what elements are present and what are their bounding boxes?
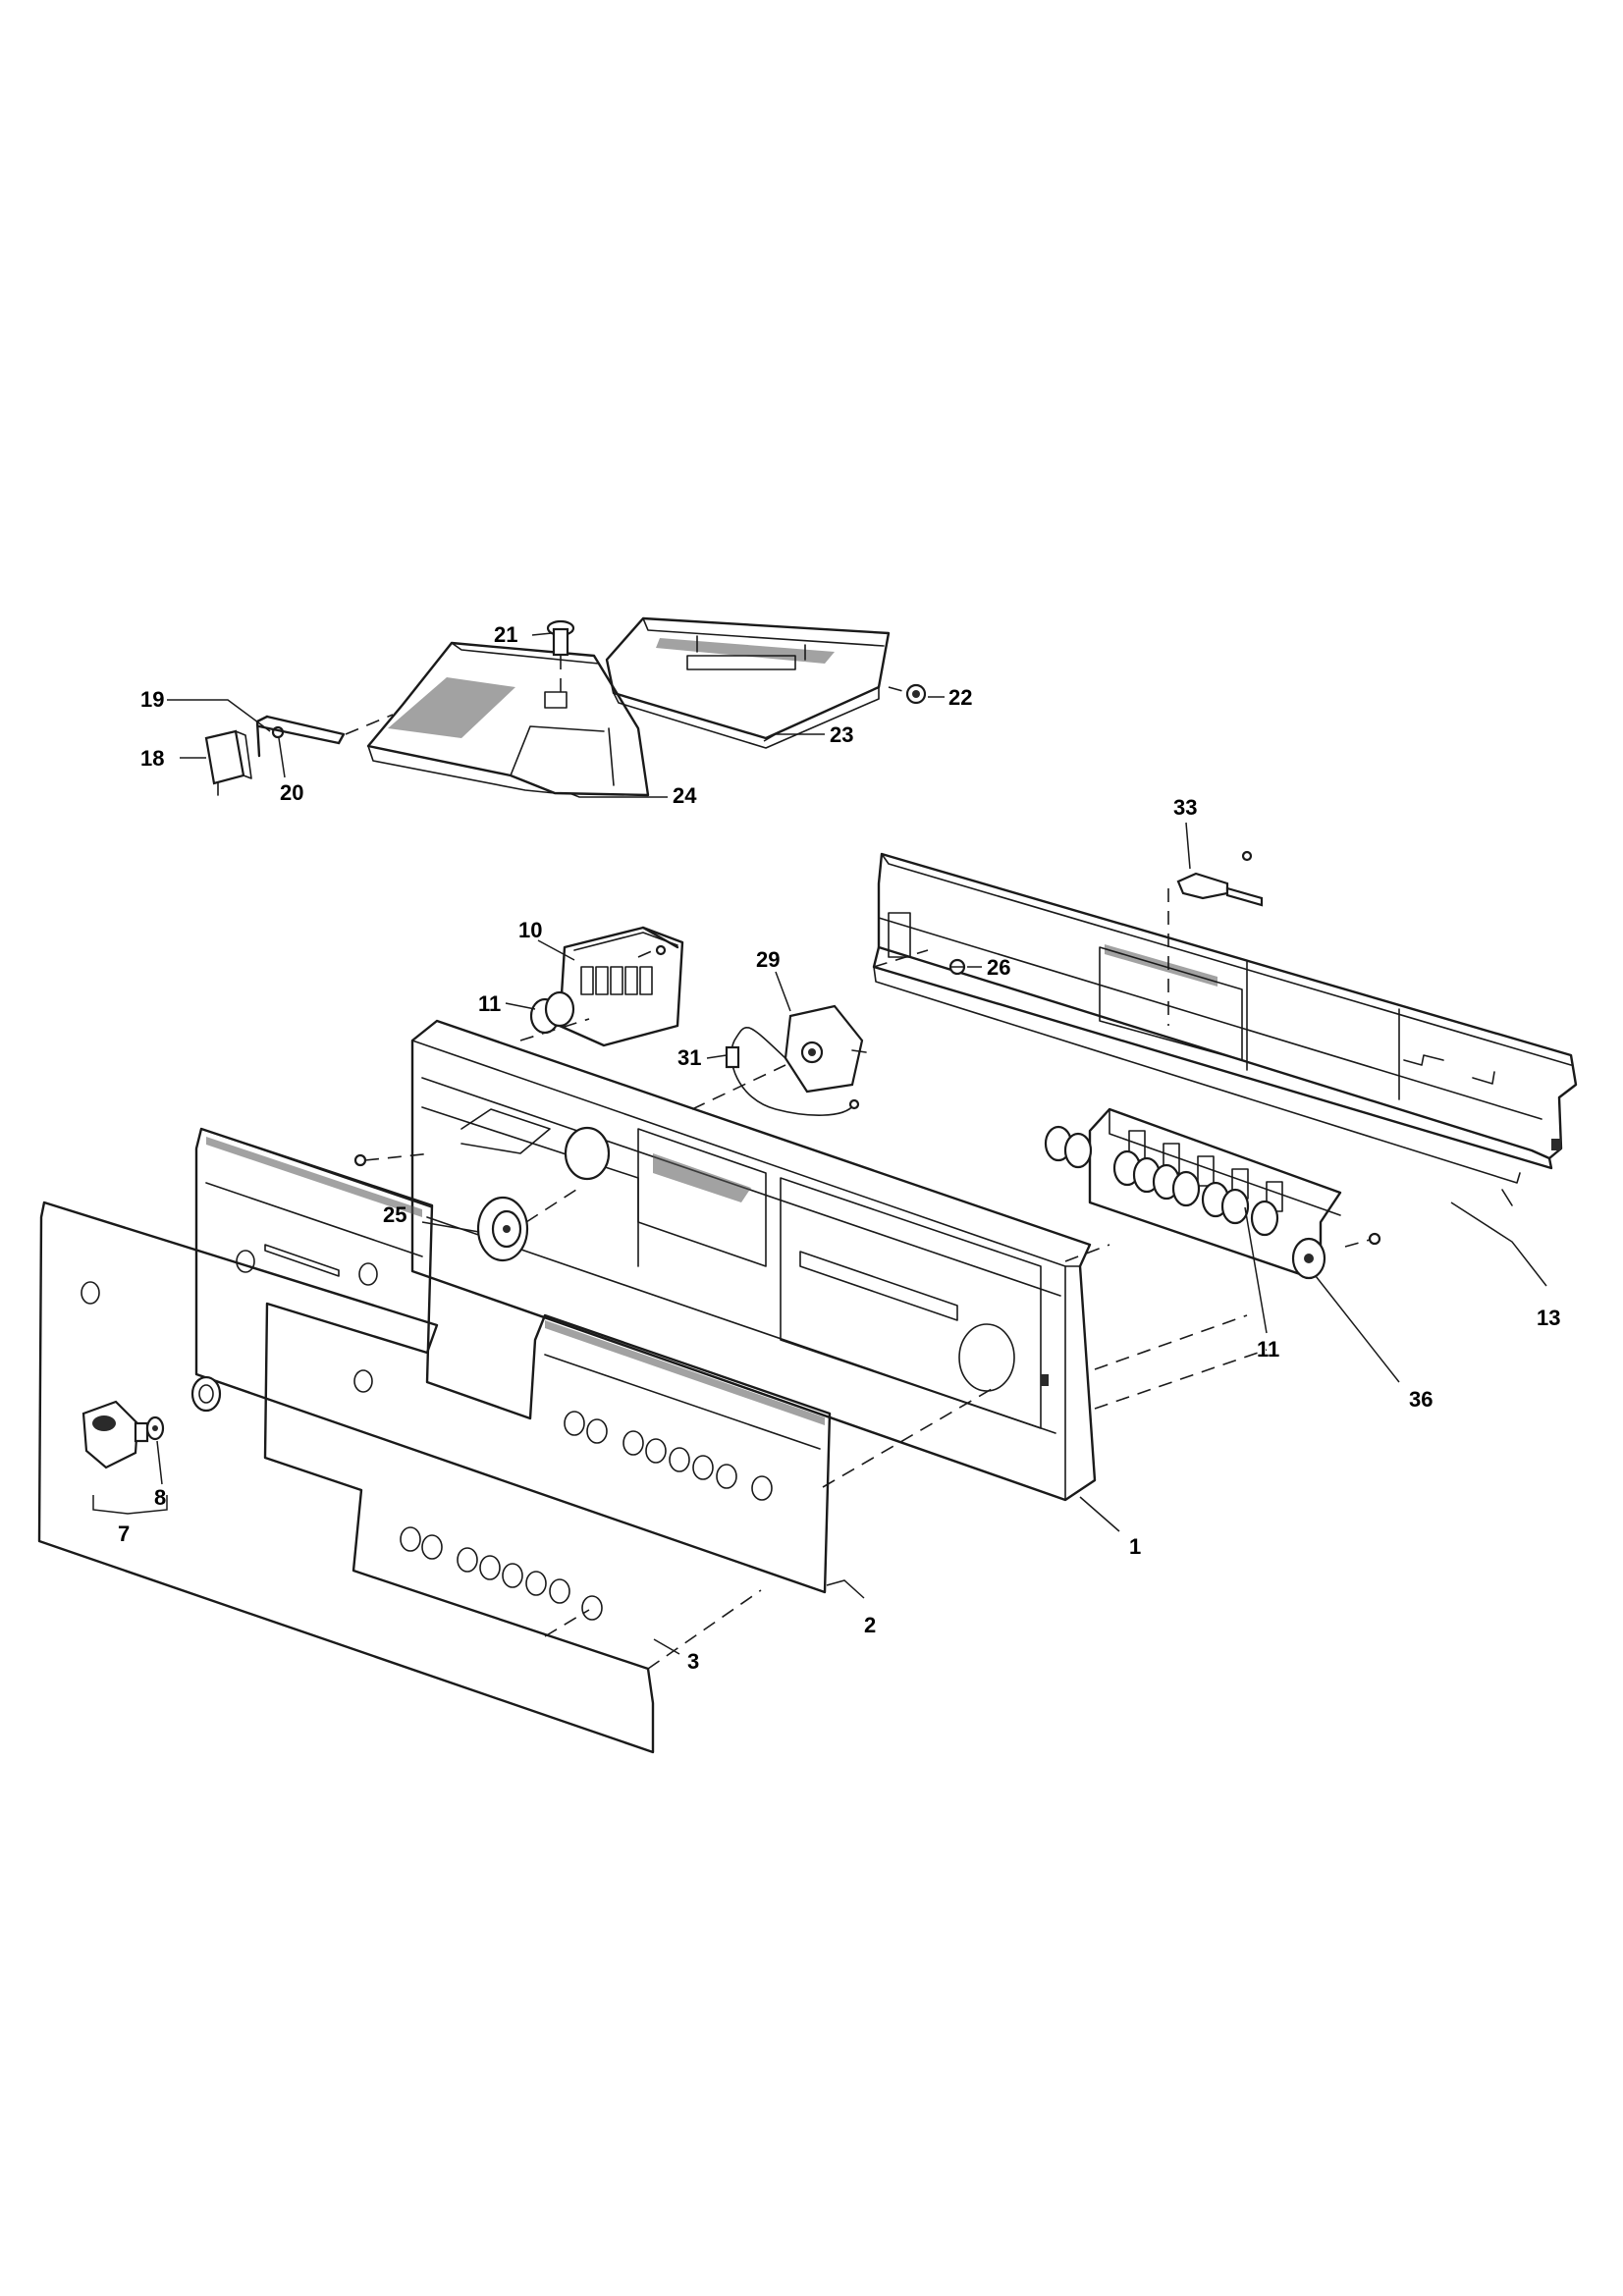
label-part-33: 33 <box>1173 795 1197 820</box>
part-3-faceplate <box>37 1201 762 1754</box>
label-part-31: 31 <box>677 1045 701 1070</box>
leader-lines <box>156 632 1547 1655</box>
part-11-knob-upper <box>529 990 575 1035</box>
label-part-11-lower: 11 <box>1257 1337 1279 1362</box>
part-24-carrier <box>366 641 650 797</box>
label-part-8: 8 <box>154 1485 166 1510</box>
label-part-21: 21 <box>494 622 517 647</box>
label-part-13: 13 <box>1537 1306 1560 1330</box>
part-18-switch <box>204 729 252 796</box>
part-labels: 21 22 19 23 18 20 24 33 10 26 11 29 31 2… <box>118 622 1560 1674</box>
label-part-25: 25 <box>383 1202 406 1227</box>
part-33-clip <box>1167 850 1264 1026</box>
label-part-2: 2 <box>864 1613 876 1637</box>
assembly-lines <box>519 949 1268 1410</box>
part-11-knobs-lower <box>1044 1125 1279 1237</box>
label-part-23: 23 <box>830 722 853 747</box>
part-29-motor <box>784 1004 867 1094</box>
part-25-dial <box>476 1187 580 1262</box>
label-part-10: 10 <box>518 918 542 942</box>
label-part-1: 1 <box>1129 1534 1141 1559</box>
part-7-knob <box>81 1400 149 1469</box>
label-part-36: 36 <box>1409 1387 1433 1412</box>
part-10-switch-block <box>558 926 684 1047</box>
part-36-switch-bank <box>1088 1107 1381 1280</box>
label-part-29: 29 <box>756 947 780 972</box>
part-8-washer <box>145 1415 165 1441</box>
part-1-frame <box>353 1019 1097 1502</box>
part-23-plate <box>605 616 891 749</box>
label-part-7: 7 <box>118 1522 130 1546</box>
label-part-20: 20 <box>280 780 303 805</box>
part-22-nut <box>888 683 927 705</box>
label-part-22: 22 <box>948 685 972 710</box>
label-part-3: 3 <box>687 1649 699 1674</box>
label-part-24: 24 <box>673 783 697 808</box>
label-part-19: 19 <box>140 687 164 712</box>
part-2-panel <box>194 1127 993 1594</box>
part-26-screw <box>948 958 966 976</box>
label-part-26: 26 <box>987 955 1010 980</box>
part-31-wire <box>725 1026 860 1116</box>
label-part-18: 18 <box>140 746 164 771</box>
part-21-screw <box>546 619 575 699</box>
label-part-11-upper: 11 <box>478 991 501 1016</box>
part-13-chassis <box>872 852 1578 1206</box>
